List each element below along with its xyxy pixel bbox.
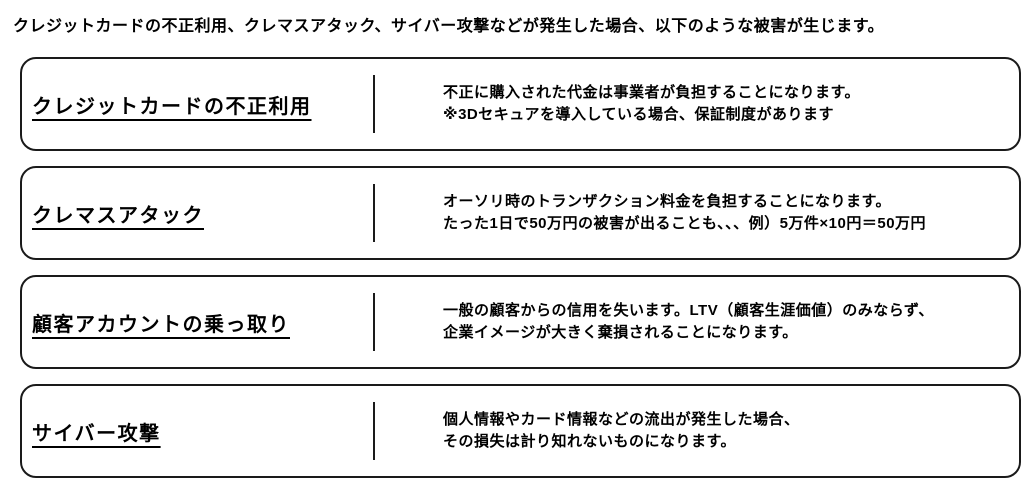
damage-box-credit-master-attack: クレマスアタック オーソリ時のトランザクション料金を負担することになります。 た… xyxy=(20,166,1021,260)
vertical-divider xyxy=(373,293,375,351)
description-line: オーソリ時のトランザクション料金を負担することになります。 xyxy=(443,193,892,210)
box-title: サイバー攻撃 xyxy=(32,422,161,445)
vertical-divider xyxy=(373,75,375,133)
box-title-cell: サイバー攻撃 xyxy=(22,417,373,446)
box-title: クレジットカードの不正利用 xyxy=(32,95,312,118)
box-title-cell: 顧客アカウントの乗っ取り xyxy=(22,308,373,337)
vertical-divider xyxy=(373,402,375,460)
description-line: 個人情報やカード情報などの流出が発生した場合、 xyxy=(443,411,800,428)
damage-box-card-fraud: クレジットカードの不正利用 不正に購入された代金は事業者が負担することになります… xyxy=(20,57,1021,151)
box-title-cell: クレジットカードの不正利用 xyxy=(22,90,373,119)
box-description: 個人情報やカード情報などの流出が発生した場合、 その損失は計り知れないものになり… xyxy=(375,409,800,453)
damage-box-list: クレジットカードの不正利用 不正に購入された代金は事業者が負担することになります… xyxy=(20,57,1021,478)
box-title-cell: クレマスアタック xyxy=(22,199,373,228)
description-line: ※3Dセキュアを導入している場合、保証制度があります xyxy=(443,106,835,123)
box-description: 一般の顧客からの信用を失います。LTV（顧客生涯価値）のみならず、 企業イメージ… xyxy=(375,300,934,344)
vertical-divider xyxy=(373,184,375,242)
box-title: 顧客アカウントの乗っ取り xyxy=(32,313,290,336)
description-line: その損失は計り知れないものになります。 xyxy=(443,433,737,450)
description-line: 不正に購入された代金は事業者が負担することになります。 xyxy=(443,84,861,101)
description-line: 企業イメージが大きく棄損されることになります。 xyxy=(443,324,798,341)
damage-box-account-takeover: 顧客アカウントの乗っ取り 一般の顧客からの信用を失います。LTV（顧客生涯価値）… xyxy=(20,275,1021,369)
damage-box-cyber-attack: サイバー攻撃 個人情報やカード情報などの流出が発生した場合、 その損失は計り知れ… xyxy=(20,384,1021,478)
box-description: 不正に購入された代金は事業者が負担することになります。 ※3Dセキュアを導入して… xyxy=(375,82,860,126)
box-title: クレマスアタック xyxy=(32,204,204,227)
page-title: クレジットカードの不正利用、クレマスアタック、サイバー攻撃などが発生した場合、以… xyxy=(13,18,885,35)
description-line: 一般の顧客からの信用を失います。LTV（顧客生涯価値）のみならず、 xyxy=(443,302,934,319)
box-description: オーソリ時のトランザクション料金を負担することになります。 たった1日で50万円… xyxy=(375,191,926,235)
description-line: たった1日で50万円の被害が出ることも、、、例）5万件×10円＝50万円 xyxy=(443,215,927,232)
